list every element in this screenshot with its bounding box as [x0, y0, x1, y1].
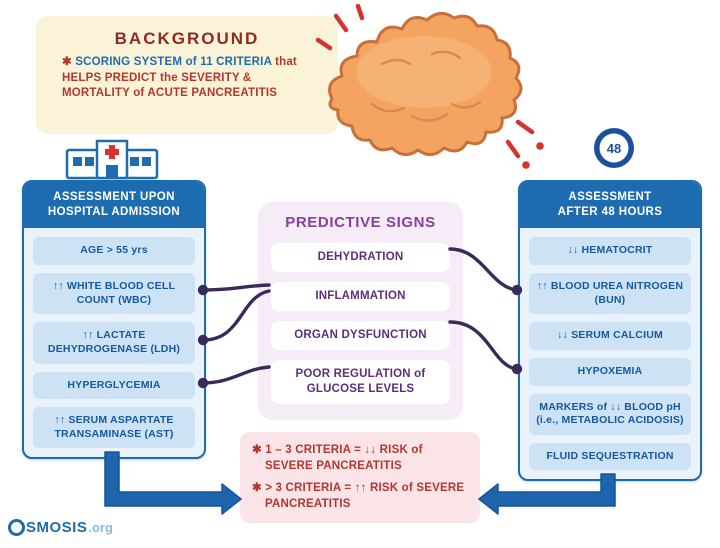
- right-criterion-1: ↑↑ BLOOD UREA NITROGEN (BUN): [529, 272, 691, 315]
- left-criterion-2: ↑↑ LACTATE DEHYDROGENASE (LDH): [33, 322, 195, 364]
- left-criterion-1: ↑↑ WHITE BLOOD CELL COUNT (WBC): [33, 272, 195, 315]
- predictive-signs-title: PREDICTIVE SIGNS: [285, 214, 436, 231]
- left-panel-body: AGE > 55 yrs ↑↑ WHITE BLOOD CELL COUNT (W…: [24, 228, 204, 457]
- background-text-segment: SCORING SYSTEM of 11 CRITERIA: [75, 56, 276, 68]
- clock-label: 48: [607, 141, 621, 156]
- center-panel-body: DEHYDRATION INFLAMMATION ORGAN DYSFUNCTION…: [271, 243, 450, 404]
- predictive-signs-panel: PREDICTIVE SIGNS DEHYDRATION INFLAMMATION…: [258, 202, 463, 420]
- osmosis-logo-suffix: .org: [88, 520, 113, 535]
- background-text: ✱ SCORING SYSTEM of 11 CRITERIA that HEL…: [36, 49, 338, 102]
- background-text-segment: ✱: [62, 56, 76, 68]
- left-criterion-0: AGE > 55 yrs: [33, 237, 195, 265]
- osmosis-logo-text: SMOSIS: [26, 519, 88, 536]
- right-panel-body: ↓↓ HEMATOCRIT ↑↑ BLOOD UREA NITROGEN (BUN…: [520, 228, 700, 479]
- right-assessment-panel: ASSESSMENT AFTER 48 HOURS ↓↓ HEMATOCRIT ↑…: [518, 180, 702, 482]
- emphasis-marks: [315, 4, 544, 169]
- pancreas-illustration: [315, 4, 544, 169]
- left-assessment-panel: ASSESSMENT UPON HOSPITAL ADMISSION AGE >…: [22, 180, 206, 460]
- predictive-sign-3: POOR REGULATION of GLUCOSE LEVELS: [271, 359, 450, 404]
- right-criterion-0: ↓↓ HEMATOCRIT: [529, 237, 691, 265]
- left-criterion-3: HYPERGLYCEMIA: [33, 371, 195, 400]
- conclusion-box-lines: ✱ 1 – 3 CRITERIA = ↓↓ RISK of SEVERE PAN…: [252, 443, 468, 512]
- right-criterion-5: FLUID SEQUESTRATION: [529, 442, 691, 471]
- right-panel-title: ASSESSMENT AFTER 48 HOURS: [557, 191, 663, 219]
- conclusion-line-0: ✱ 1 – 3 CRITERIA = ↓↓ RISK of SEVERE PAN…: [252, 444, 423, 472]
- background-text-segment: that HELPS PREDICT the SEVERITY & MORTAL…: [62, 56, 297, 100]
- left-panel-title: ASSESSMENT UPON HOSPITAL ADMISSION: [47, 191, 181, 219]
- osmosis-logo-o-icon: [8, 519, 25, 536]
- hospital-windows: [73, 157, 151, 178]
- right-criterion-4: MARKERS of ↓↓ BLOOD pH (i.e., METABOLIC …: [529, 393, 691, 435]
- right-criterion-3: HYPOXEMIA: [529, 357, 691, 386]
- conclusion-box: ✱ 1 – 3 CRITERIA = ↓↓ RISK of SEVERE PAN…: [240, 432, 480, 524]
- flow-arrow-left: [104, 451, 242, 515]
- predictive-sign-2: ORGAN DYSFUNCTION: [271, 320, 450, 350]
- background-title: BACKGROUND: [114, 29, 260, 48]
- predictive-sign-1: INFLAMMATION: [271, 281, 450, 311]
- osmosis-logo: SMOSIS.org: [8, 519, 113, 536]
- clock-48-icon: 48: [594, 128, 634, 168]
- pancreas-texture: [370, 50, 482, 122]
- left-panel-header: ASSESSMENT UPON HOSPITAL ADMISSION: [24, 182, 204, 229]
- pancreas-highlight: [356, 36, 492, 108]
- conclusion-line-1: ✱ > 3 CRITERIA = ↑↑ RISK of SEVERE PANCR…: [252, 482, 465, 510]
- hospital-icon: [65, 139, 159, 180]
- left-criterion-4: ↑↑ SERUM ASPARTATE TRANSAMINASE (AST): [33, 407, 195, 449]
- predictive-sign-0: DEHYDRATION: [271, 243, 450, 272]
- background-box: BACKGROUND ✱ SCORING SYSTEM of 11 CRITER…: [36, 16, 338, 134]
- right-criterion-2: ↓↓ SERUM CALCIUM: [529, 322, 691, 350]
- hospital-cross-icon: [105, 145, 119, 159]
- right-panel-header: ASSESSMENT AFTER 48 HOURS: [520, 182, 700, 229]
